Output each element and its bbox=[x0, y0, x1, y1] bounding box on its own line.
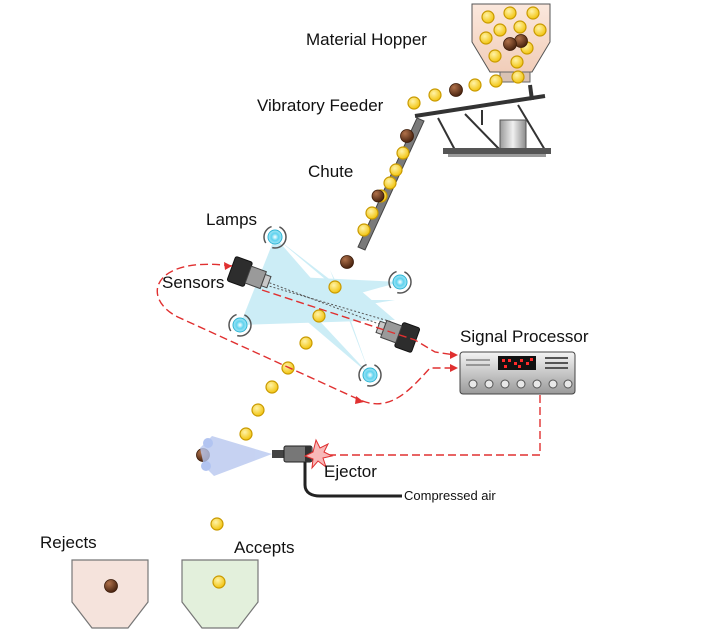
air-spray bbox=[200, 436, 272, 476]
accept-bin bbox=[181, 559, 259, 629]
rejects-label: Rejects bbox=[40, 533, 97, 552]
lamp-icon bbox=[228, 313, 252, 337]
signal-paths bbox=[156, 263, 541, 456]
lamp-icon bbox=[263, 225, 287, 249]
air-burst-icon bbox=[303, 438, 334, 470]
lamp-icon bbox=[358, 363, 382, 387]
reject-particle bbox=[104, 579, 118, 593]
accepts-label: Accepts bbox=[234, 538, 295, 557]
sensors-label: Sensors bbox=[162, 273, 225, 292]
ejector-label: Ejector bbox=[324, 462, 377, 481]
material-hopper-label: Material Hopper bbox=[306, 30, 427, 49]
lamps-label: Lamps bbox=[206, 210, 258, 229]
sensor-sight-lines bbox=[261, 279, 396, 331]
chute-label: Chute bbox=[308, 162, 354, 181]
signal-processor-unit bbox=[459, 351, 576, 395]
accept-particle bbox=[212, 575, 226, 589]
signal-processor-label: Signal Processor bbox=[460, 327, 589, 346]
reject-bin bbox=[71, 559, 149, 629]
ejector-nozzle-icon bbox=[272, 445, 402, 498]
vibratory-feeder bbox=[414, 84, 551, 157]
sensor-camera-icon bbox=[226, 256, 272, 290]
signal-arrowheads bbox=[224, 262, 458, 404]
compressed-air-label: Compressed air bbox=[404, 488, 496, 503]
light-beams bbox=[240, 237, 400, 375]
lamp-icon bbox=[388, 270, 412, 294]
vibratory-feeder-label: Vibratory Feeder bbox=[257, 96, 384, 115]
good-particles bbox=[210, 6, 547, 589]
